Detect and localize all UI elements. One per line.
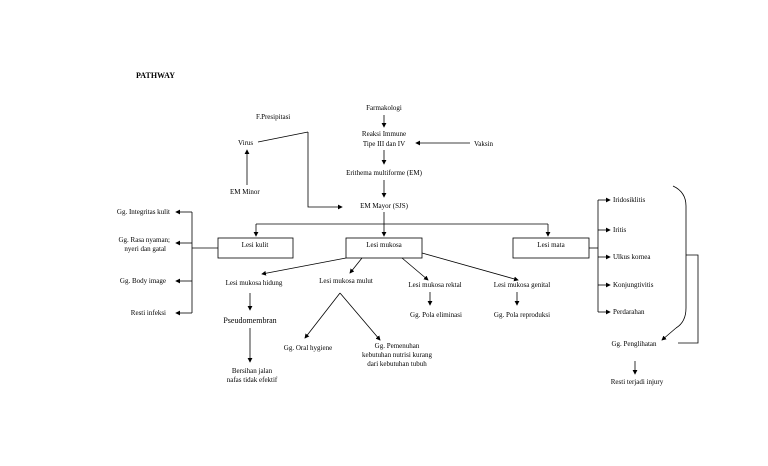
arrow-bracket-penglihatan bbox=[661, 327, 677, 341]
node-bersihan-line2: nafas tidak efektif bbox=[227, 376, 278, 384]
node-farmakologi: Farmakologi bbox=[366, 104, 402, 112]
node-iridosiklitis: Iridosiklitis bbox=[613, 196, 646, 204]
node-gg-body-image: Gg. Body image bbox=[120, 277, 166, 285]
arrow-connector-emmayor bbox=[307, 132, 343, 210]
node-gg-integritas: Gg. Integritas kulit bbox=[117, 208, 170, 216]
node-virus: Virus bbox=[238, 139, 253, 147]
node-resti-infeksi: Resti infeksi bbox=[131, 309, 166, 317]
connector-right-penglihatan bbox=[678, 254, 699, 344]
node-konjungtivitis: Konjungtivitis bbox=[613, 281, 654, 289]
node-pseudomembran: Pseudomembran bbox=[223, 316, 276, 325]
arrow-to-lesi-mulut bbox=[349, 257, 363, 274]
node-gg-rasa-line1: Gg. Rasa nyaman; bbox=[118, 236, 170, 244]
page-title: PATHWAY bbox=[136, 71, 175, 80]
arrow-mulut-oral bbox=[304, 292, 341, 339]
node-reaksi-line1: Reaksi Immune bbox=[362, 130, 406, 138]
node-reaksi-line2: Tipe III dan IV bbox=[363, 140, 405, 148]
node-ulkus-kornea: Ulkus kornea bbox=[613, 253, 651, 261]
node-gg-eliminasi: Gg. Pola eliminasi bbox=[410, 311, 462, 319]
node-vaksin: Vaksin bbox=[474, 140, 494, 148]
node-perdarahan: Perdarahan bbox=[613, 308, 645, 316]
label-lesi-kulit: Lesi kulit bbox=[242, 241, 269, 249]
node-presipitasi: F.Presipitasi bbox=[256, 113, 290, 121]
node-lesi-mulut: Lesi mukosa mulut bbox=[319, 277, 373, 285]
line-virus-to-connector bbox=[257, 131, 309, 143]
node-em-mayor: EM Mayor (SJS) bbox=[360, 202, 409, 210]
node-gg-rasa-line2: nyeri dan gatal bbox=[124, 245, 166, 253]
box-lesi-mukosa bbox=[345, 237, 423, 259]
node-gg-reproduksi: Gg. Pola reproduksi bbox=[494, 311, 550, 319]
label-lesi-mata: Lesi mata bbox=[537, 241, 565, 249]
arrow-to-lesi-genital bbox=[421, 252, 519, 282]
label-lesi-mukosa: Lesi mukosa bbox=[366, 241, 402, 249]
node-bersihan-line1: Bersihan jalan bbox=[232, 367, 273, 375]
node-lesi-hidung: Lesi mukosa hidung bbox=[226, 279, 283, 287]
curly-bracket-mata bbox=[672, 185, 687, 329]
node-gg-nutrisi-line3: dari kebutuhan tubuh bbox=[367, 360, 427, 368]
node-iritis: Iritis bbox=[613, 226, 626, 234]
node-gg-penglihatan: Gg. Penglihatan bbox=[611, 340, 657, 348]
node-gg-nutrisi-line1: Gg. Pemenuhan bbox=[375, 342, 420, 350]
node-lesi-genital: Lesi mukosa genital bbox=[494, 281, 550, 289]
node-gg-nutrisi-line2: kebutuhan nutrisi kurang bbox=[362, 351, 432, 359]
node-lesi-rektal: Lesi mukosa rektal bbox=[408, 281, 461, 289]
node-em-minor: EM Minor bbox=[230, 188, 260, 196]
node-resti-injury: Resti terjadi injury bbox=[611, 378, 664, 386]
arrow-mulut-nutrisi bbox=[339, 292, 381, 341]
node-erithema: Erithema multiforme (EM) bbox=[346, 169, 422, 177]
arrow-to-lesi-rektal bbox=[401, 257, 429, 281]
node-gg-oral: Gg. Oral hygiene bbox=[284, 344, 332, 352]
arrow-to-lesi-hidung bbox=[261, 257, 347, 276]
